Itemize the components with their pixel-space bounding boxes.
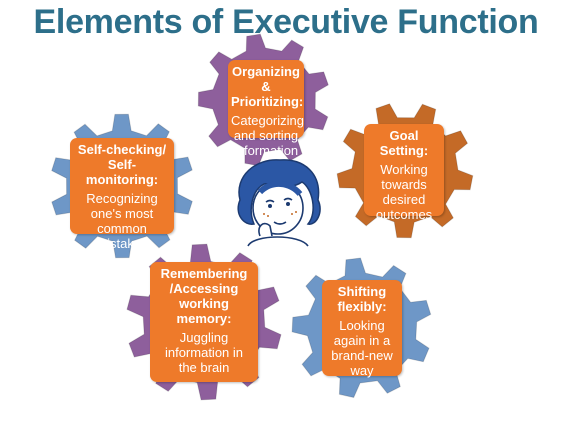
element-shifting-flexibly: Shifting flexibly: Looking again in a br… bbox=[322, 280, 402, 378]
element-self-checking: Self-checking/ Self-monitoring: Recogniz… bbox=[70, 138, 174, 251]
page-title: Elements of Executive Function bbox=[33, 3, 539, 41]
element-remembering-working-memory: Remembering /Accessing working memory: J… bbox=[150, 262, 258, 382]
element-organizing-prioritizing: Organizing & Prioritizing: Categorizing … bbox=[228, 60, 304, 158]
element-goal-setting: Goal Setting: Working towards desired ou… bbox=[364, 124, 444, 222]
thinking-person-icon bbox=[237, 159, 321, 247]
